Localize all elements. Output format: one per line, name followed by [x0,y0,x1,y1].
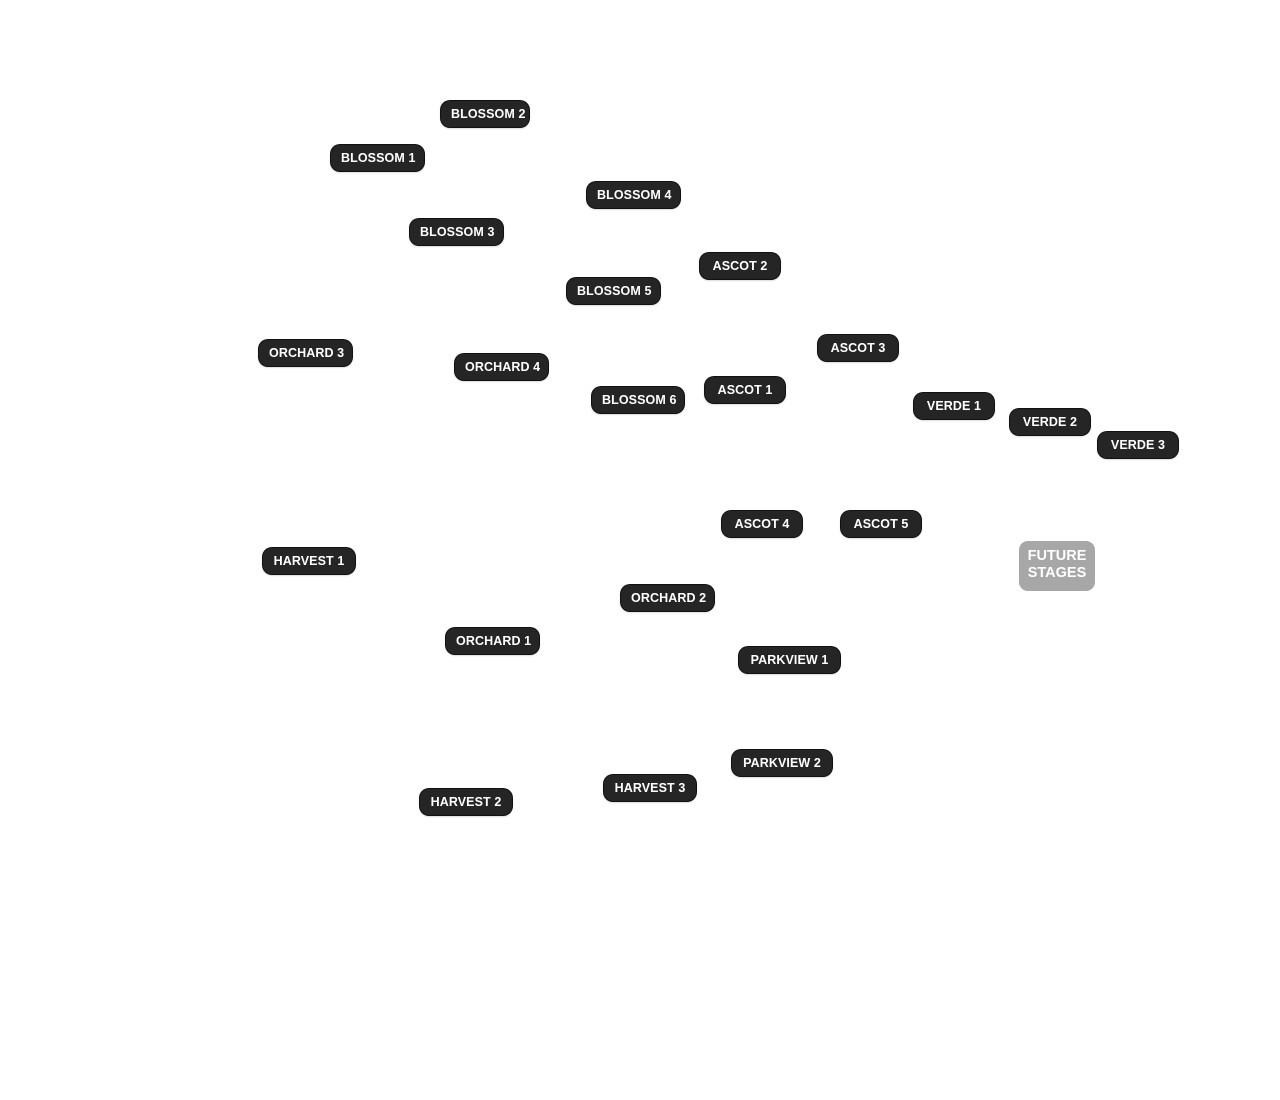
stage-label-verde-2[interactable]: VERDE 2 [1010,409,1090,435]
stage-label-blossom-1[interactable]: BLOSSOM 1 [331,145,424,171]
stage-label-blossom-4[interactable]: BLOSSOM 4 [587,182,680,208]
stage-label-parkview-1[interactable]: PARKVIEW 1 [739,647,840,673]
stage-label-harvest-1[interactable]: HARVEST 1 [263,548,355,574]
stage-label-orchard-2[interactable]: ORCHARD 2 [621,585,714,611]
stage-label-orchard-4[interactable]: ORCHARD 4 [455,354,548,380]
stage-label-ascot-1[interactable]: ASCOT 1 [705,377,785,403]
stage-label-ascot-3[interactable]: ASCOT 3 [818,335,898,361]
stage-label-verde-1[interactable]: VERDE 1 [914,393,994,419]
stage-label-blossom-2[interactable]: BLOSSOM 2 [441,101,529,127]
stage-label-ascot-5[interactable]: ASCOT 5 [841,511,921,537]
stage-label-harvest-2[interactable]: HARVEST 2 [420,789,512,815]
stage-label-parkview-2[interactable]: PARKVIEW 2 [732,750,832,776]
stage-label-orchard-1[interactable]: ORCHARD 1 [446,628,539,654]
future-stages-label[interactable]: FUTURE STAGES [1019,541,1095,591]
stage-label-blossom-5[interactable]: BLOSSOM 5 [567,278,660,304]
stage-label-verde-3[interactable]: VERDE 3 [1098,432,1178,458]
stage-label-blossom-6[interactable]: BLOSSOM 6 [592,387,684,413]
stage-label-ascot-2[interactable]: ASCOT 2 [700,253,780,279]
stage-label-harvest-3[interactable]: HARVEST 3 [604,775,696,801]
stage-label-ascot-4[interactable]: ASCOT 4 [722,511,802,537]
stage-label-blossom-3[interactable]: BLOSSOM 3 [410,219,503,245]
stage-label-orchard-3[interactable]: ORCHARD 3 [259,340,352,366]
